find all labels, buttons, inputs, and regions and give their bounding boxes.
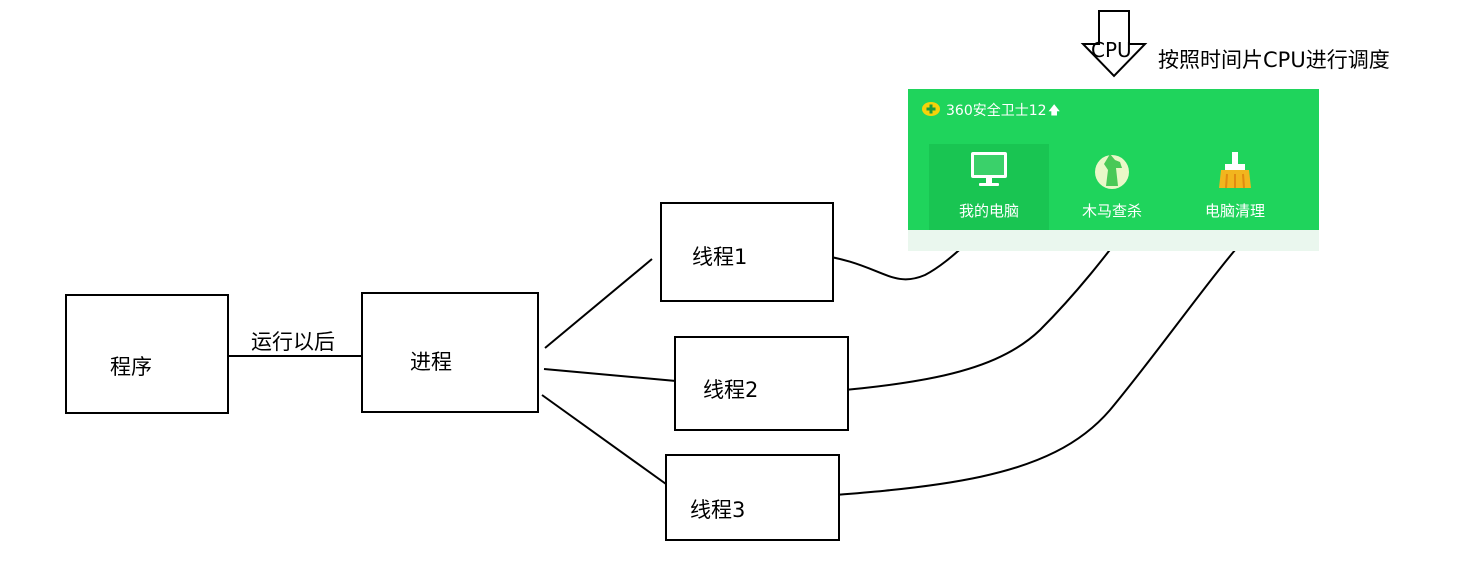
thread3-box — [665, 454, 840, 541]
thread1-box — [660, 202, 834, 302]
thread1-label: 线程1 — [692, 245, 748, 269]
edge-process-thread3 — [541, 394, 667, 485]
edge-process-thread1 — [544, 258, 653, 349]
tile-label: 电脑清理 — [1204, 202, 1265, 220]
tile-my-computer[interactable]: 我的电脑 — [929, 144, 1049, 230]
computer-icon — [971, 152, 1007, 186]
cpu-schedule-note: 按照时间片CPU进行调度 — [1158, 48, 1390, 72]
program-label: 程序 — [110, 355, 152, 379]
app-title: 360安全卫士12 — [946, 103, 1047, 119]
tile-label: 木马查杀 — [1081, 202, 1142, 220]
thread2-box — [674, 336, 849, 431]
broom-icon — [1219, 152, 1251, 189]
curve-thread2-tile2 — [774, 215, 1137, 397]
shield-plus-icon — [922, 102, 940, 116]
horse-icon — [1095, 154, 1129, 189]
edge-label-run: 运行以后 — [251, 330, 335, 354]
panel-content-strip — [908, 230, 1319, 251]
process-label: 进程 — [410, 350, 452, 374]
tile-trojan-scan[interactable]: 木马查杀 — [1052, 144, 1172, 230]
cpu-arrow — [1080, 10, 1148, 78]
security-app-panel: 360安全卫士12 🡅 我的电脑 木马查杀 — [908, 89, 1319, 251]
thread3-label: 线程3 — [690, 498, 746, 522]
edge-process-thread2 — [543, 368, 677, 382]
up-arrow-icon[interactable]: 🡅 — [1048, 103, 1061, 117]
tile-label: 我的电脑 — [958, 202, 1019, 220]
process-box — [361, 292, 539, 413]
curve-thread3-tile3 — [765, 225, 1257, 501]
thread2-label: 线程2 — [703, 378, 759, 402]
cpu-label: CPU — [1091, 38, 1132, 62]
tile-pc-cleanup[interactable]: 电脑清理 — [1175, 144, 1295, 230]
program-box — [65, 294, 229, 414]
